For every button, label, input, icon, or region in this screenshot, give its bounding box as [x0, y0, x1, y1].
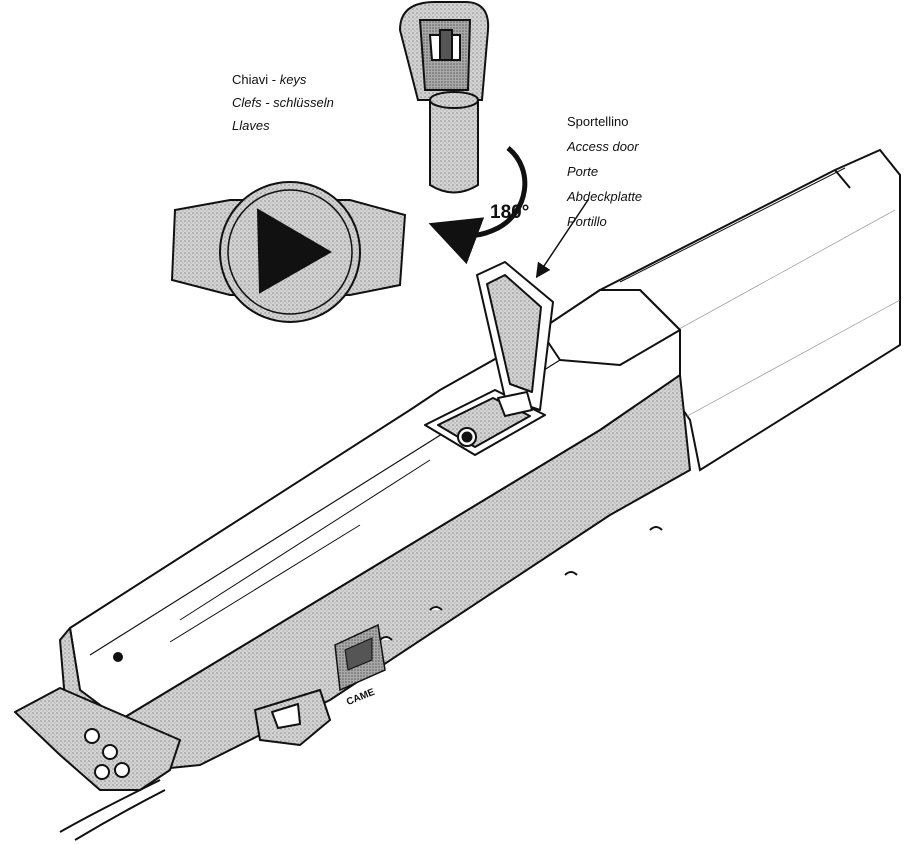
rotation-arrow-icon: [428, 146, 528, 265]
key-head-detail: [170, 181, 407, 323]
keys-caption-line1-a: Chiavi -: [232, 72, 280, 87]
keys-caption-line1-b: keys: [280, 72, 307, 87]
rotation-degrees-label: 180°: [490, 202, 529, 223]
access-door: [424, 261, 554, 456]
door-caption-line4: Abdeckplatte: [566, 189, 642, 204]
key-illustration: [398, 0, 490, 194]
operator-body: [14, 289, 691, 841]
door-caption-line5: Portillo: [567, 214, 607, 229]
brand-logo-text: CAME: [345, 687, 377, 708]
keys-caption: Chiavi - keys Clefs - schlüsseln Llaves: [232, 72, 334, 133]
svg-text:Chiavi - keys: Chiavi - keys: [232, 72, 307, 87]
door-caption: Sportellino Access door Porte Abdeckplat…: [566, 114, 642, 229]
door-caption-line3: Porte: [567, 164, 598, 179]
door-caption-line1: Sportellino: [567, 114, 628, 129]
keys-caption-line2: Clefs - schlüsseln: [232, 95, 334, 110]
door-caption-line2: Access door: [566, 139, 639, 154]
door-pointer-arrow: [535, 199, 589, 279]
keys-caption-line3: Llaves: [232, 118, 270, 133]
